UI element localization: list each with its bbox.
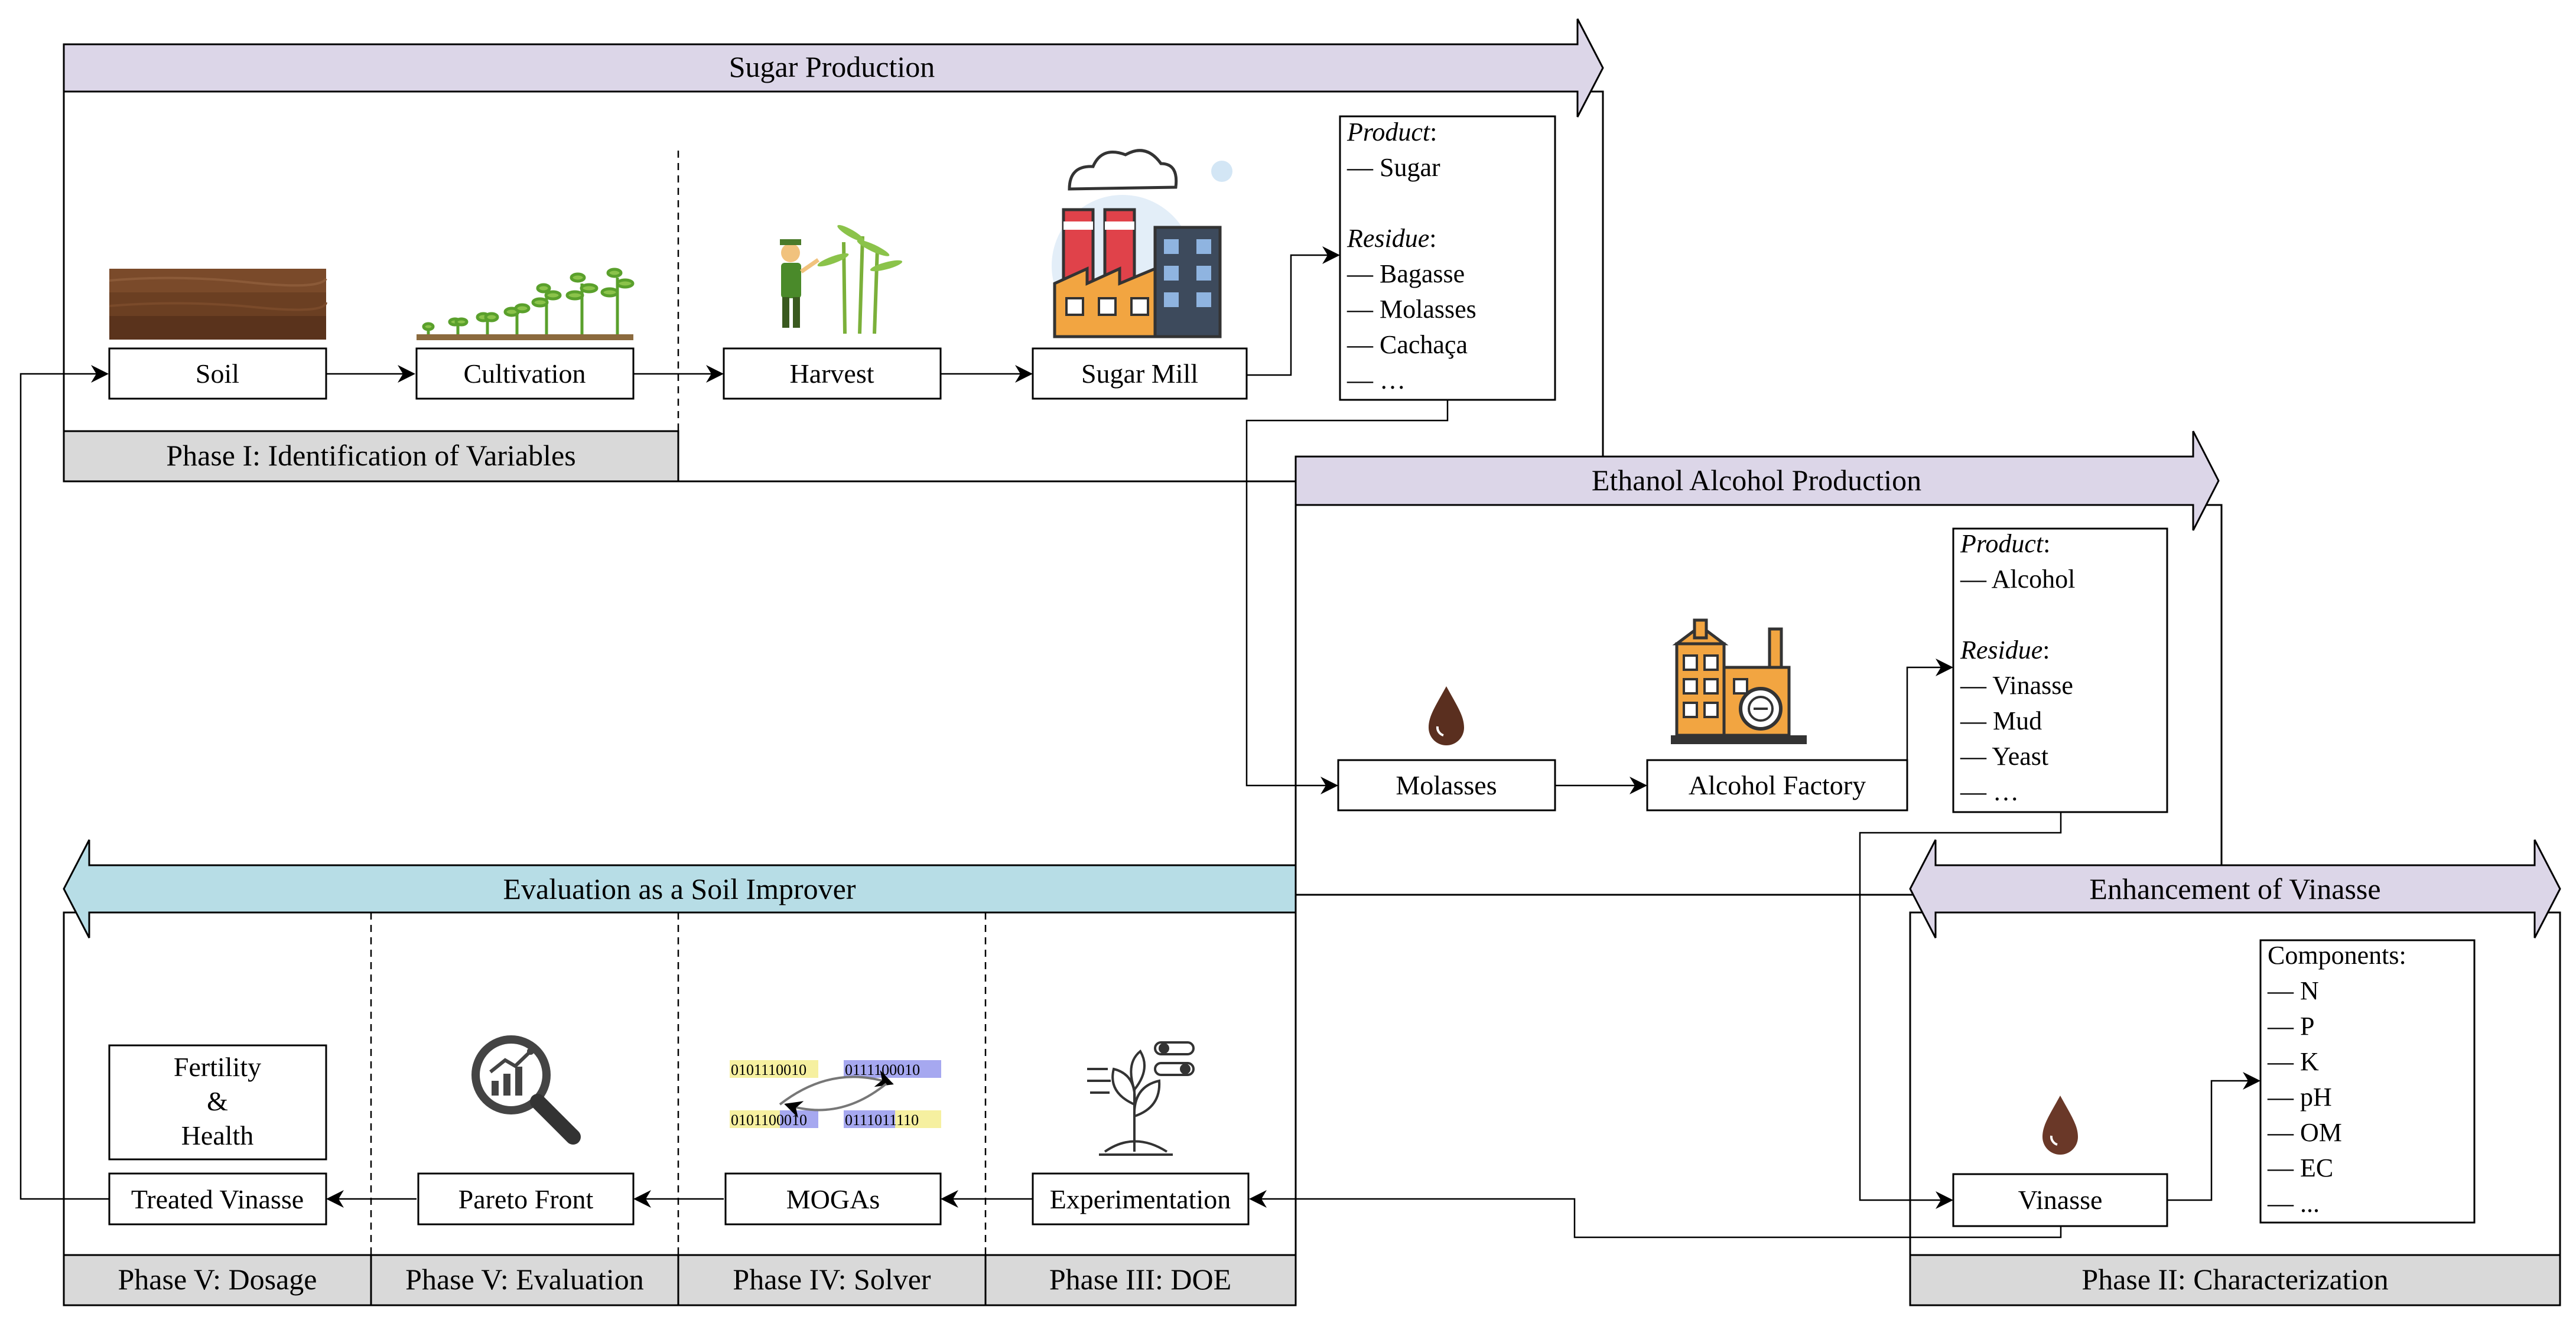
phase3-bar bbox=[984, 1254, 1297, 1306]
vinasse-box bbox=[1952, 1173, 2168, 1227]
mogas-label: MOGAs bbox=[786, 1184, 880, 1214]
mogas-box bbox=[724, 1172, 942, 1226]
sugar-mill-label: Sugar Mill bbox=[1081, 358, 1198, 389]
ethanol-residue-item: — Mud bbox=[1960, 706, 2042, 735]
ethanol-residue-item: — Vinasse bbox=[1960, 671, 2073, 700]
factory-icon bbox=[1052, 149, 1232, 338]
phase3-label: Phase III: DOE bbox=[1049, 1263, 1231, 1296]
component-item: — pH bbox=[2267, 1083, 2332, 1112]
fertility-line: Fertility bbox=[174, 1052, 261, 1082]
ethanol-banner-label: Ethanol Alcohol Production bbox=[1592, 464, 1921, 497]
soil-box bbox=[108, 347, 327, 400]
sugar-residue-item: — Cachaça bbox=[1346, 330, 1468, 359]
alcohol-factory-box bbox=[1646, 759, 1908, 811]
component-item: — P bbox=[2267, 1012, 2314, 1041]
component-item: — N bbox=[2267, 976, 2319, 1005]
phase2-label: Phase II: Characterization bbox=[2081, 1263, 2388, 1296]
sugar-outputs-box bbox=[1339, 115, 1556, 401]
chromosome-icon: 0101110010 0111100010 0101100010 0111011… bbox=[730, 1060, 941, 1129]
fertility-health-box bbox=[108, 1044, 327, 1161]
phase4-bar bbox=[677, 1254, 987, 1306]
drop-icon bbox=[1429, 686, 1464, 745]
ethanol-product-heading: Product: bbox=[1960, 529, 2050, 558]
sugar-banner-label: Sugar Production bbox=[729, 50, 935, 83]
sugar-residue-heading: Residue: bbox=[1346, 224, 1437, 253]
binary-string: 0111011110 bbox=[845, 1112, 919, 1129]
plant-experiment-icon bbox=[1087, 1041, 1195, 1156]
pareto-front-box bbox=[417, 1172, 635, 1226]
sprouts-icon bbox=[417, 268, 635, 340]
soil-icon bbox=[109, 269, 327, 340]
ethanol-residue-heading: Residue: bbox=[1960, 635, 2050, 664]
connector-to-components bbox=[2167, 1072, 2260, 1201]
phase1-bar bbox=[63, 430, 679, 483]
component-item: — K bbox=[2267, 1047, 2319, 1076]
sugar-banner bbox=[63, 18, 1604, 118]
vinasse-banner bbox=[1909, 839, 2561, 938]
drop-icon bbox=[2042, 1096, 2078, 1155]
ethanol-residue-item: — Yeast bbox=[1960, 742, 2048, 771]
molasses-box bbox=[1337, 759, 1556, 811]
connector-sugar-outputs-to-molasses bbox=[1245, 400, 1449, 794]
treated-vinasse-box bbox=[108, 1172, 327, 1226]
treated-vinasse-label: Treated Vinasse bbox=[131, 1184, 304, 1214]
sugar-residue-item: — Molasses bbox=[1346, 295, 1476, 324]
molasses-label: Molasses bbox=[1396, 770, 1497, 800]
ethanol-residue-item: — … bbox=[1960, 777, 2019, 806]
binary-string: 0101110010 bbox=[731, 1061, 806, 1078]
phase1-label: Phase I: Identification of Variables bbox=[166, 439, 575, 472]
farmer-icon bbox=[780, 225, 903, 334]
sugar-residue-item: — Bagasse bbox=[1346, 259, 1465, 288]
ethanol-outputs-box bbox=[1952, 527, 2168, 813]
harvest-label: Harvest bbox=[789, 358, 874, 389]
phase2-bar bbox=[1909, 1254, 2561, 1306]
alcohol-factory-label: Alcohol Factory bbox=[1689, 770, 1866, 800]
connector-to-sugar-outputs bbox=[1247, 246, 1340, 376]
alcohol-factory-icon bbox=[1671, 618, 1807, 744]
evaluation-banner bbox=[63, 839, 1297, 938]
connector-to-ethanol-outputs bbox=[1906, 659, 1953, 786]
component-item: — EC bbox=[2267, 1153, 2333, 1182]
experimentation-box bbox=[1032, 1172, 1250, 1226]
evaluation-banner-label: Evaluation as a Soil Improver bbox=[503, 872, 856, 905]
ethanol-banner bbox=[1294, 431, 2220, 531]
connector-treated-vinasse-to-soil bbox=[19, 365, 109, 1200]
phase5-evaluation-bar bbox=[370, 1254, 679, 1306]
sugar-mill-box bbox=[1032, 347, 1248, 400]
soil-label: Soil bbox=[196, 358, 239, 389]
phase5-dosage-label: Phase V: Dosage bbox=[118, 1263, 317, 1296]
binary-string: 0101100010 bbox=[731, 1112, 807, 1129]
analytics-icon bbox=[471, 1035, 581, 1145]
ethanol-product-item: — Alcohol bbox=[1960, 565, 2075, 594]
connector-vinasse-to-experimentation bbox=[1249, 1190, 2062, 1238]
health-line: Health bbox=[181, 1120, 254, 1150]
connector-ethanol-outputs-to-vinasse bbox=[1859, 812, 2062, 1209]
phase4-label: Phase IV: Solver bbox=[733, 1263, 931, 1296]
cultivation-label: Cultivation bbox=[464, 358, 586, 389]
sugar-residue-item: — … bbox=[1346, 366, 1406, 395]
harvest-box bbox=[723, 347, 942, 400]
vinasse-banner-label: Enhancement of Vinasse bbox=[2089, 872, 2380, 905]
components-title: Components: bbox=[2268, 941, 2406, 970]
component-item: — OM bbox=[2267, 1118, 2342, 1147]
phase5-evaluation-label: Phase V: Evaluation bbox=[405, 1263, 644, 1296]
pareto-front-label: Pareto Front bbox=[458, 1184, 594, 1214]
vinasse-label: Vinasse bbox=[2018, 1185, 2103, 1215]
experimentation-label: Experimentation bbox=[1050, 1184, 1231, 1214]
cultivation-box bbox=[415, 347, 635, 400]
sugar-product-item: — Sugar bbox=[1346, 153, 1440, 182]
sugar-product-heading: Product: bbox=[1346, 118, 1437, 146]
components-box bbox=[2259, 939, 2476, 1224]
component-item: — ... bbox=[2267, 1189, 2320, 1218]
ampersand-line: & bbox=[207, 1086, 228, 1116]
